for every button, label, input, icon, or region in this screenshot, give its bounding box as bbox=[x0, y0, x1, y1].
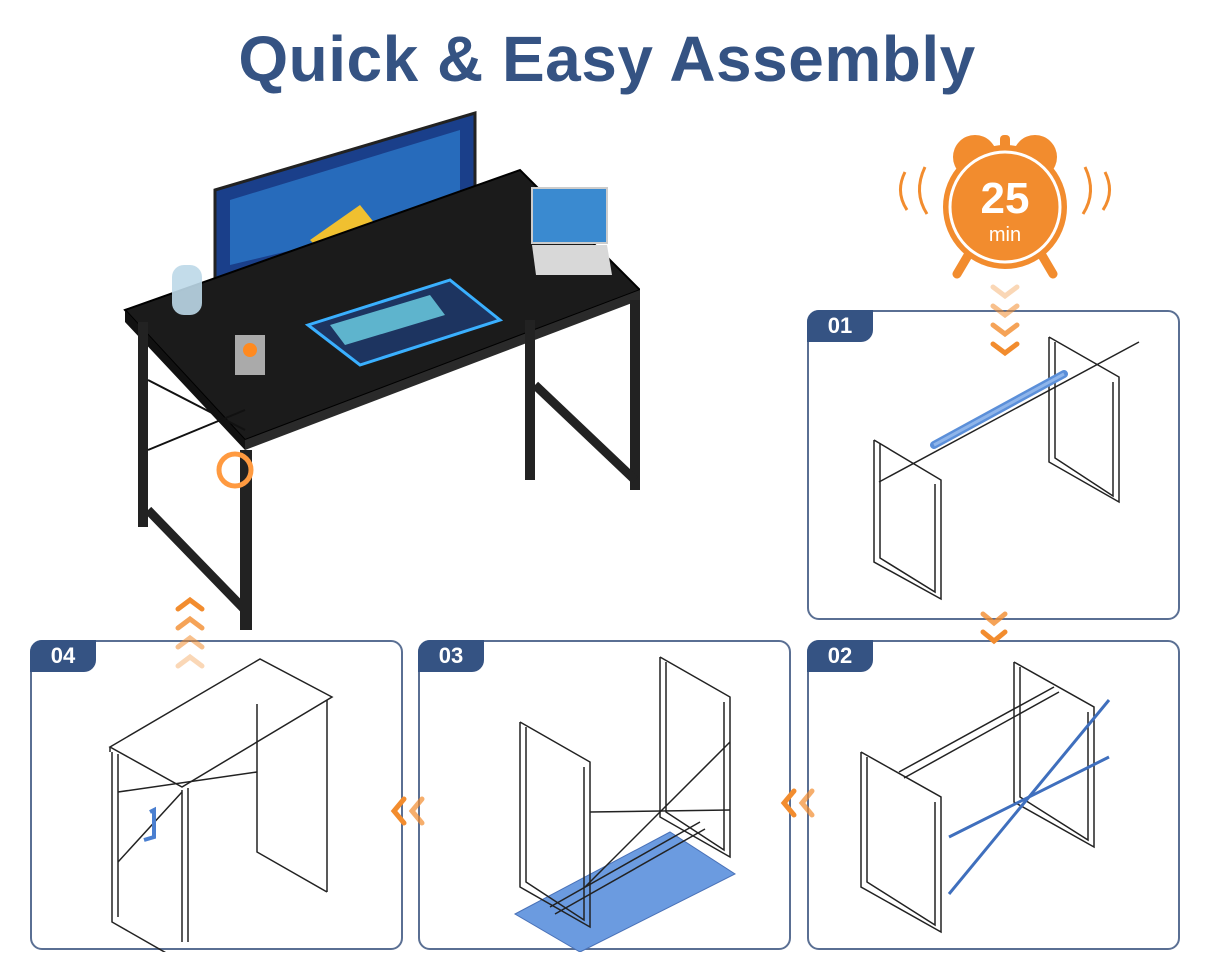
step-02-diagram bbox=[860, 661, 1111, 934]
step-badge: 04 bbox=[30, 640, 96, 672]
assembly-timer: 25 min bbox=[895, 132, 1115, 282]
timer-unit: min bbox=[988, 224, 1022, 246]
alarm-clock-icon bbox=[899, 135, 1111, 279]
step-badge: 02 bbox=[807, 640, 873, 672]
step-04-panel: 04 bbox=[30, 640, 403, 952]
step-01-panel: 01 bbox=[807, 310, 1180, 620]
step-badge: 01 bbox=[807, 310, 873, 342]
step-03-diagram bbox=[513, 656, 737, 952]
step-04-diagram bbox=[108, 658, 334, 952]
timer-value: 25 bbox=[980, 174, 1030, 223]
page-title: Quick & Easy Assembly bbox=[238, 23, 976, 95]
step-01-diagram bbox=[873, 336, 1140, 601]
chevron-left-icon bbox=[390, 796, 425, 826]
chevron-down-icon bbox=[980, 611, 1008, 645]
step-03-panel: 03 bbox=[418, 640, 791, 952]
step-02-panel: 02 bbox=[807, 640, 1180, 950]
step-badge: 03 bbox=[418, 640, 484, 672]
chevron-left-icon bbox=[780, 788, 815, 818]
chevron-up-icon bbox=[175, 596, 205, 669]
desk-hero-image bbox=[120, 110, 642, 630]
chevron-down-icon bbox=[990, 284, 1020, 357]
